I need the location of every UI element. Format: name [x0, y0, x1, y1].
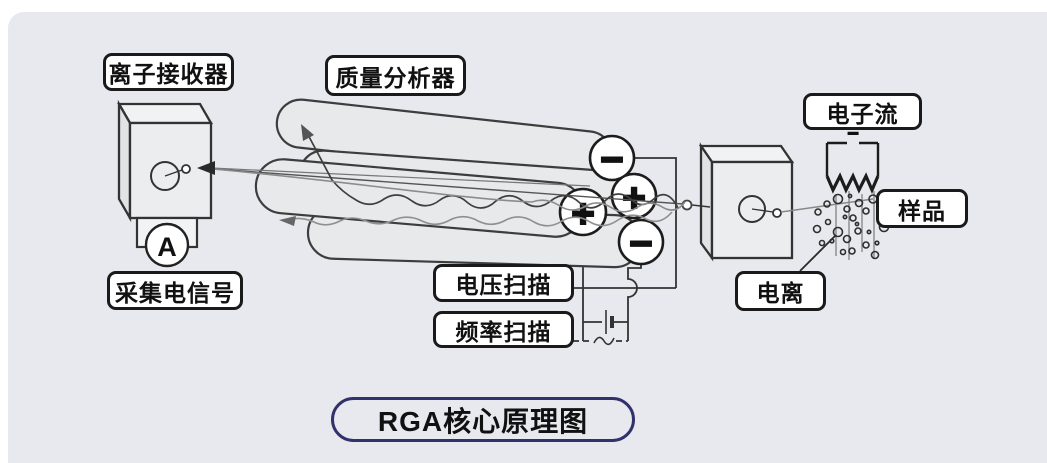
label-voltage-scan: 电压扫描	[433, 264, 574, 302]
detector-top-face	[117, 102, 213, 125]
ion-dot-right	[772, 208, 782, 218]
ionizer-exit-line	[691, 204, 711, 208]
label-electron-flow: 电子流	[803, 93, 922, 130]
quadrupole-rods	[254, 98, 642, 269]
detector-aperture	[150, 161, 180, 191]
beam-axis-left-2	[211, 167, 591, 187]
bottom-rod-wire-with-hop	[627, 264, 642, 341]
label-frequency-scan: 频率扫描	[433, 311, 574, 348]
ionizer-top-face	[698, 144, 795, 164]
filament-zigzag	[825, 172, 880, 195]
ac-sine-symbol	[593, 336, 615, 346]
ionizer-left-face	[699, 142, 714, 262]
rod-end-electrodes: − + + −	[558, 134, 665, 267]
label-mass-analyzer: 质量分析器	[325, 55, 466, 96]
beam-axis-left	[214, 168, 684, 205]
label-ionization: 电离	[735, 271, 826, 311]
label-signal-collection: 采集电信号	[107, 271, 243, 310]
stable-ion-path	[211, 168, 686, 213]
electrode-bottom-minus	[617, 218, 665, 266]
electrode-top-minus	[588, 134, 636, 182]
top-rod-wire	[634, 157, 677, 288]
ionization-pointer-line	[799, 234, 837, 272]
label-sample: 样品	[876, 189, 968, 228]
ion-dot-at-detector	[181, 164, 191, 174]
filament: −	[825, 123, 880, 195]
ionizer-aperture	[738, 195, 766, 223]
label-ion-receiver: 离子接收器	[103, 53, 234, 91]
aperture-line	[164, 169, 183, 177]
detector-front-face	[128, 121, 213, 220]
detector-arrowhead	[197, 161, 215, 175]
ion-detector: A	[117, 99, 213, 268]
ionizer	[681, 142, 795, 262]
filament-bracket	[825, 141, 880, 176]
top-rod-polarity-sign: −	[600, 138, 623, 182]
down-left-arrowhead	[279, 216, 296, 226]
bottom-rod-polarity-sign: −	[629, 222, 652, 266]
unstable-ion-path-up	[305, 130, 679, 209]
ionizer-aperture-line	[751, 208, 774, 213]
sample-region	[780, 191, 890, 272]
detector-left-face	[117, 99, 132, 223]
ion-trajectories	[197, 124, 686, 227]
unstable-ion-path-down	[283, 211, 673, 227]
beam-axis-right	[780, 198, 874, 213]
ammeter-letter: A	[157, 232, 177, 262]
diagram-title: RGA核心原理图	[331, 397, 635, 442]
ion-dot-left	[681, 199, 693, 211]
up-left-arrowhead	[301, 124, 314, 141]
back-rod-polarity-sign: +	[622, 176, 645, 220]
ammeter-dial	[144, 222, 190, 268]
